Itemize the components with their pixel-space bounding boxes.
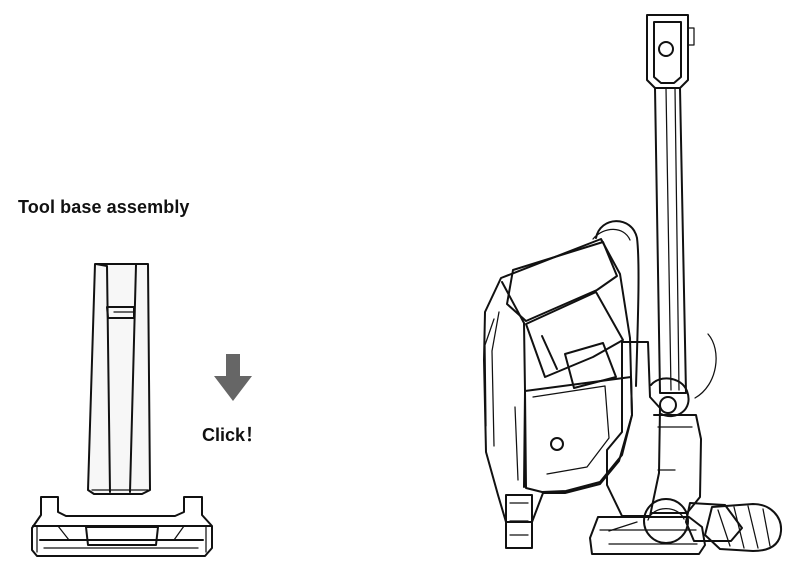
vacuum-dock-and-lower-tube: [589, 341, 706, 555]
vacuum-cable: [592, 220, 717, 399]
page-title: Tool base assembly: [18, 197, 190, 217]
vacuum-floor-head: [608, 498, 783, 552]
vacuum-handle: [646, 14, 695, 394]
tool-base-stand: [31, 496, 213, 557]
click-instruction: Click！: [202, 425, 264, 445]
vacuum-motor-body: [483, 238, 633, 549]
tool-upright-part: [87, 263, 151, 495]
